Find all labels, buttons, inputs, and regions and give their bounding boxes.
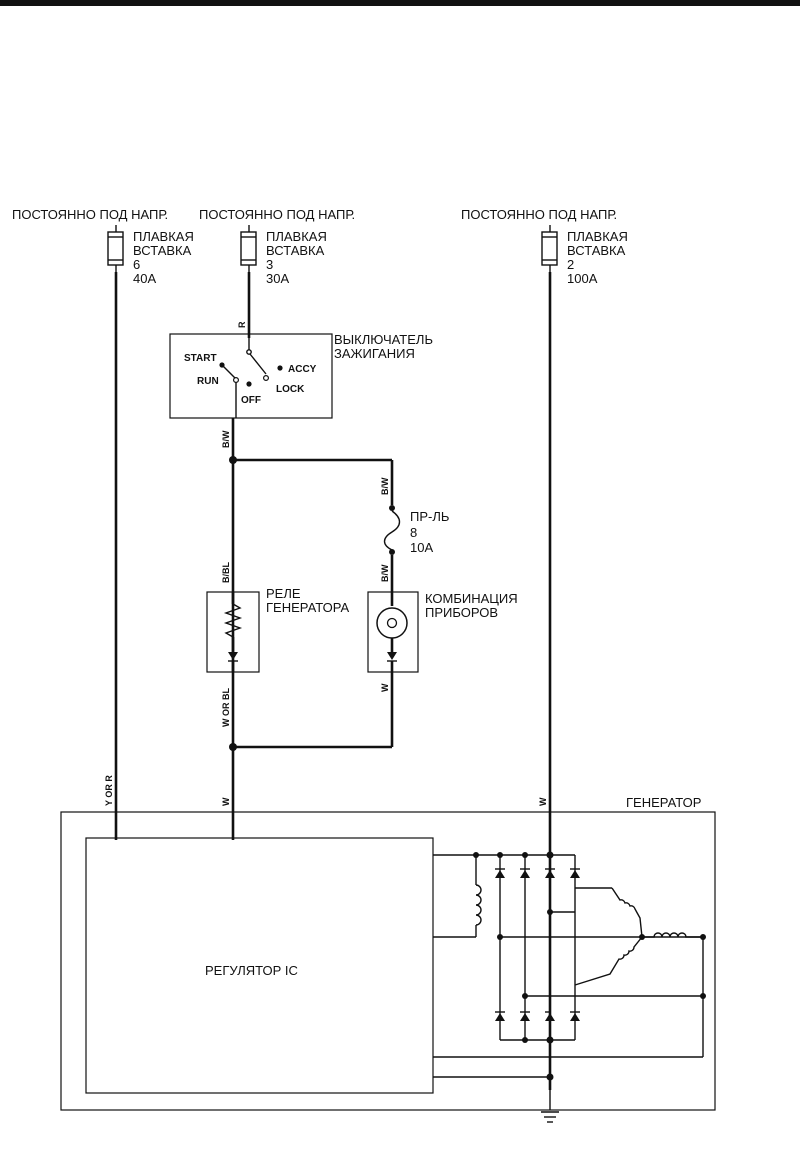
- svg-text:30A: 30A: [266, 271, 289, 286]
- wire-code-wbl: W OR BL: [221, 688, 231, 727]
- supply-label-left: ПОСТОЯННО ПОД НАПР.: [12, 207, 168, 222]
- fusible-link-2: [541, 225, 558, 272]
- ignition-switch-label-2: ЗАЖИГАНИЯ: [334, 346, 415, 361]
- svg-text:ПЛАВКАЯ: ПЛАВКАЯ: [133, 229, 194, 244]
- ignition-switch-label-1: ВЫКЛЮЧАТЕЛЬ: [334, 332, 433, 347]
- wire-code-bw-switch: B/W: [221, 430, 231, 448]
- fusible-link-2-label: ПЛАВКАЯ ВСТАВКА 2 100A: [567, 229, 628, 286]
- rectifier-circuit: [433, 851, 706, 1123]
- fuse-8: [383, 505, 401, 555]
- fusible-link-3: [240, 225, 257, 272]
- switch-pos-lock: LOCK: [276, 384, 305, 395]
- switch-pos-start: START: [184, 353, 217, 364]
- svg-text:6: 6: [133, 257, 140, 272]
- relay-label-1: РЕЛЕ: [266, 586, 301, 601]
- svg-text:100A: 100A: [567, 271, 598, 286]
- switch-pos-off: OFF: [241, 395, 261, 406]
- wire-code-bw-branch: B/W: [380, 477, 390, 495]
- wire-code-w-right: W: [538, 797, 548, 806]
- regulator-label: РЕГУЛЯТОР IC: [205, 963, 298, 978]
- regulator-box: [85, 837, 434, 1094]
- switch-pos-accy: ACCY: [288, 364, 317, 375]
- generator-box: [60, 811, 716, 1111]
- svg-text:40A: 40A: [133, 271, 156, 286]
- cluster-label-2: ПРИБОРОВ: [425, 605, 498, 620]
- wire-code-w-middle: W: [221, 797, 231, 806]
- supply-label-right: ПОСТОЯННО ПОД НАПР.: [461, 207, 617, 222]
- top-border: [0, 0, 800, 6]
- ignition-switch: [169, 333, 333, 419]
- wire-code-y-or-r: Y OR R: [104, 775, 114, 806]
- switch-pos-run: RUN: [197, 376, 219, 387]
- generator-label: ГЕНЕРАТОР: [626, 795, 701, 810]
- fusible-link-6-label: ПЛАВКАЯ ВСТАВКА 6 40A: [133, 229, 194, 286]
- fuse-label-3: 10A: [410, 540, 433, 555]
- wire-code-r: R: [237, 321, 247, 328]
- fusible-link-6: [107, 225, 124, 272]
- wire-code-bw-lamp: B/W: [380, 564, 390, 582]
- svg-text:ПЛАВКАЯ: ПЛАВКАЯ: [266, 229, 327, 244]
- supply-label-middle: ПОСТОЯННО ПОД НАПР.: [199, 207, 355, 222]
- relay-label-2: ГЕНЕРАТОРА: [266, 600, 349, 615]
- fusible-link-3-label: ПЛАВКАЯ ВСТАВКА 3 30A: [266, 229, 327, 286]
- svg-text:ПЛАВКАЯ: ПЛАВКАЯ: [567, 229, 628, 244]
- cluster-label-1: КОМБИНАЦИЯ: [425, 591, 518, 606]
- svg-text:2: 2: [567, 257, 574, 272]
- svg-text:3: 3: [266, 257, 273, 272]
- instrument-cluster-lamp: [367, 591, 419, 673]
- wire-code-w-lamp: W: [380, 683, 390, 692]
- wire-code-bbl: B/BL: [221, 562, 231, 583]
- svg-text:ВСТАВКА: ВСТАВКА: [567, 243, 626, 258]
- generator-relay: [206, 591, 260, 673]
- svg-text:ВСТАВКА: ВСТАВКА: [133, 243, 192, 258]
- svg-text:ВСТАВКА: ВСТАВКА: [266, 243, 325, 258]
- fuse-label-1: ПР-ЛЬ: [410, 509, 449, 524]
- fuse-label-2: 8: [410, 525, 417, 540]
- junction-w: [229, 743, 237, 751]
